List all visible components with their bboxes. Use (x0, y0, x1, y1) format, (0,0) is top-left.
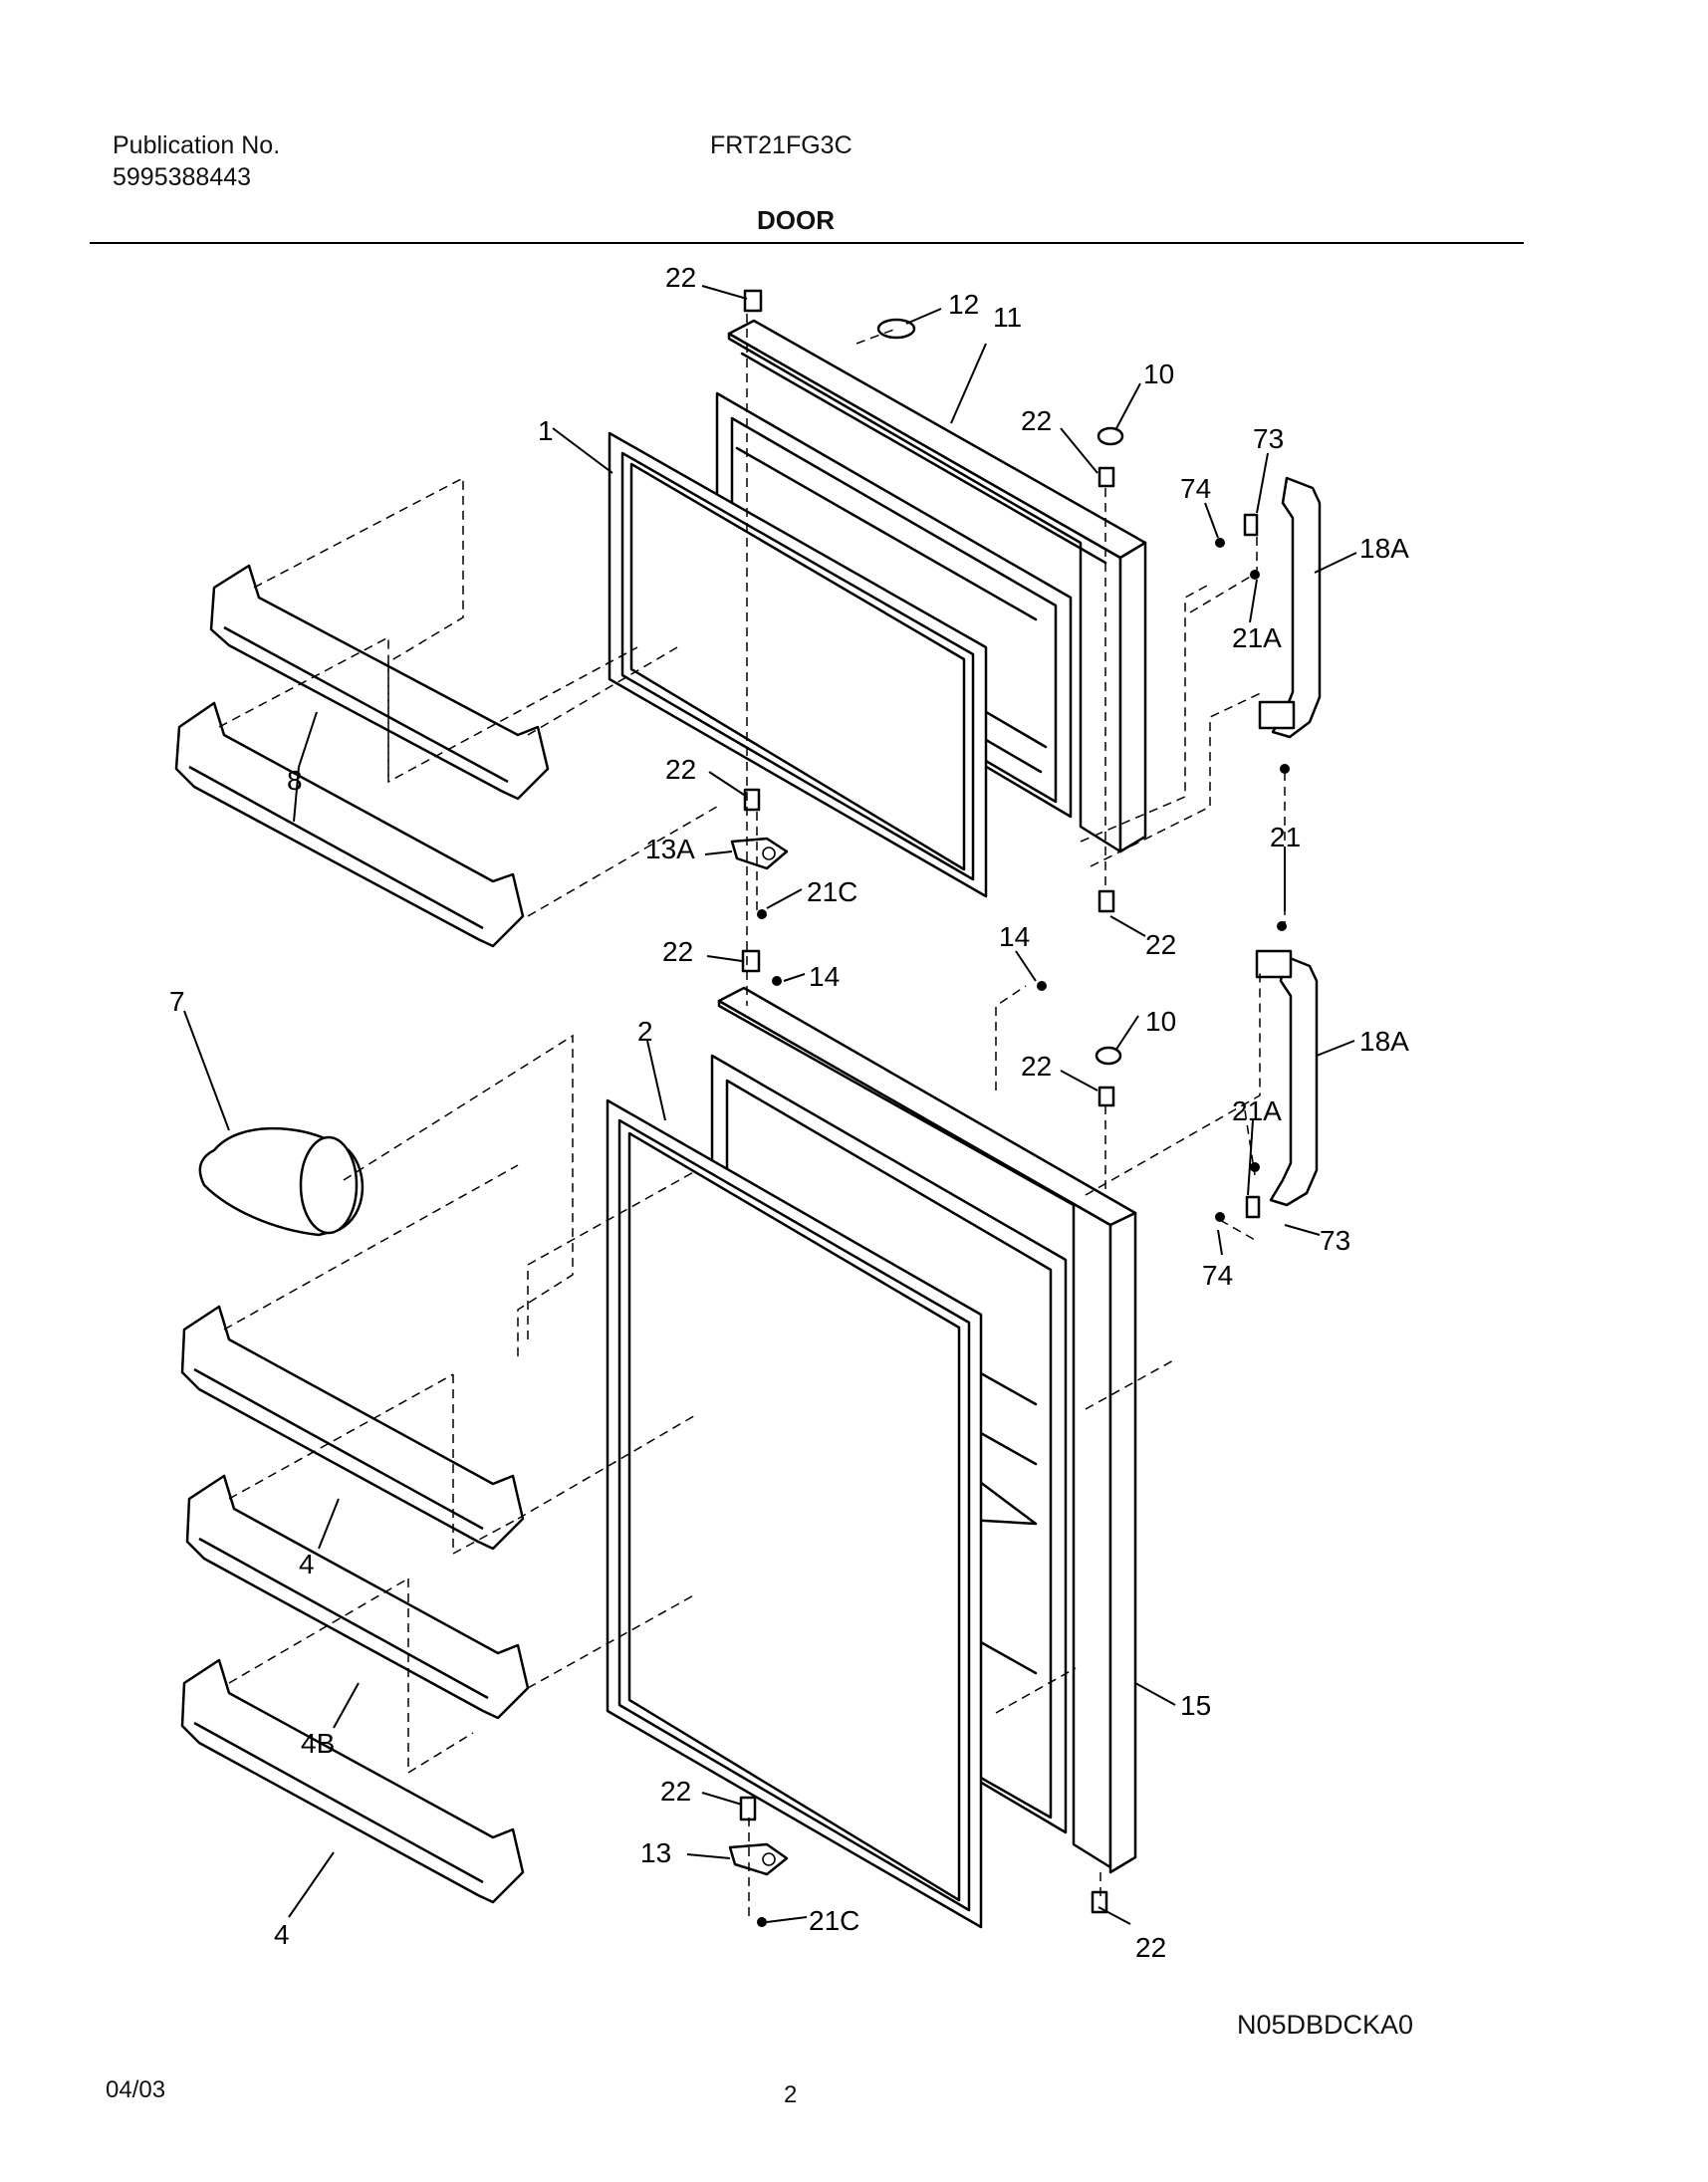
callout-73: 73 (1253, 423, 1284, 454)
callout-12: 12 (948, 289, 979, 320)
publication-number: 5995388443 (113, 163, 252, 191)
door-bin-shelf-3 (180, 1658, 525, 1904)
callout-7: 7 (169, 986, 185, 1017)
section-title: DOOR (757, 205, 835, 235)
publication-date: 04/03 (106, 2076, 166, 2103)
callout-22: 22 (1135, 1932, 1166, 1963)
callout-13A: 13A (645, 834, 695, 864)
callout-22: 22 (665, 754, 696, 785)
leader-lines (183, 285, 1357, 1925)
fresh-food-handle (1255, 949, 1319, 1207)
freezer-handle (1258, 476, 1322, 739)
callout-74: 74 (1202, 1260, 1233, 1291)
callout-22: 22 (665, 262, 696, 293)
callout-14: 14 (999, 921, 1030, 952)
freezer-door-outer-panel (727, 319, 1147, 853)
callout-73: 73 (1320, 1225, 1350, 1256)
callout-18A: 18A (1359, 533, 1409, 564)
callout-11: 11 (993, 302, 1022, 333)
callout-74: 74 (1180, 473, 1211, 504)
callout-2: 2 (637, 1016, 653, 1047)
callout-10: 10 (1145, 1006, 1176, 1037)
callout-22: 22 (1145, 929, 1176, 960)
callout-22: 22 (1021, 405, 1052, 436)
callout-22: 22 (660, 1776, 691, 1807)
freezer-door-gasket (608, 431, 988, 898)
freezer-shelf-lower (174, 701, 525, 948)
ice-bucket (198, 1126, 365, 1237)
callout-21: 21 (1270, 822, 1301, 852)
callout-labels: 22 12 11 10 22 1 73 74 18A 21A 8 22 13A … (169, 262, 1409, 1963)
callout-13: 13 (640, 1837, 671, 1868)
callout-22: 22 (1021, 1051, 1052, 1082)
callout-21A: 21A (1232, 1095, 1282, 1126)
callout-15: 15 (1180, 1690, 1211, 1721)
callout-22: 22 (662, 936, 693, 967)
fresh-food-door-outer-panel (717, 986, 1137, 1874)
header-rule (90, 242, 1524, 244)
callout-14: 14 (809, 961, 840, 992)
hinge-plates (728, 837, 789, 1876)
callout-21C: 21C (809, 1905, 859, 1936)
callout-21A: 21A (1232, 622, 1282, 653)
screws (757, 513, 1290, 1927)
callout-18A: 18A (1359, 1026, 1409, 1057)
callout-8: 8 (287, 765, 303, 796)
callout-4B: 4B (301, 1728, 335, 1759)
alignment-lines (218, 314, 1286, 1922)
callout-21C: 21C (807, 876, 857, 907)
callout-10: 10 (1143, 359, 1174, 389)
page-number: 2 (784, 2081, 798, 2108)
hinge-bushing-parts (739, 289, 1124, 1914)
callout-4: 4 (299, 1549, 315, 1579)
callout-1: 1 (538, 415, 554, 446)
model-number: FRT21FG3C (710, 131, 853, 159)
publication-label: Publication No. (113, 131, 281, 159)
callout-4: 4 (274, 1919, 290, 1950)
fresh-food-door-gasket (606, 1098, 983, 1929)
diagram-code: N05DBDCKA0 (1237, 2010, 1414, 2040)
